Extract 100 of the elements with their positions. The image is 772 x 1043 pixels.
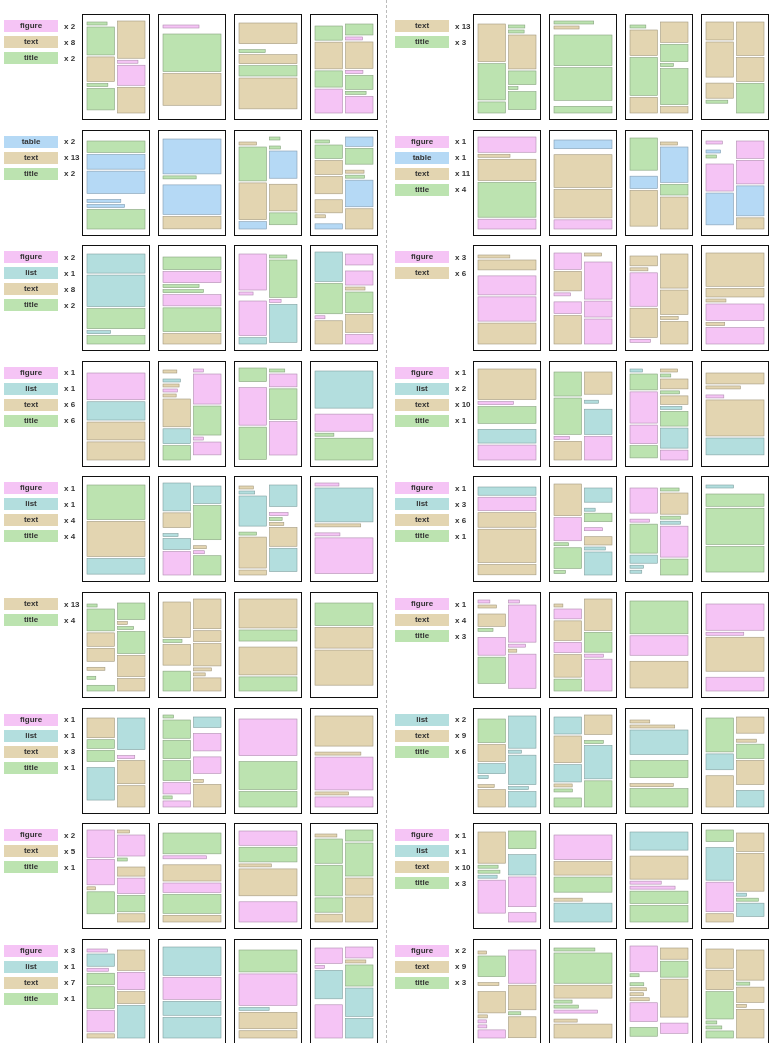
- category-tag: list: [395, 845, 449, 858]
- count-label: x 1: [455, 153, 467, 163]
- count-label: x 1: [64, 994, 76, 1004]
- count-label: x 7: [64, 978, 76, 988]
- count-label: x 1: [64, 715, 76, 725]
- category-tag: text: [395, 960, 449, 973]
- count-label: x 1: [455, 368, 467, 378]
- category-tag: title: [395, 414, 449, 427]
- count-label: x 5: [64, 846, 76, 856]
- category-tag: title: [4, 992, 58, 1005]
- count-label: x 3: [455, 499, 467, 509]
- count-label: x 6: [455, 747, 467, 757]
- category-tag: list: [4, 382, 58, 395]
- category-tag: text: [395, 398, 449, 411]
- count-label: x 3: [455, 37, 467, 47]
- category-tag: figure: [395, 944, 449, 957]
- count-label: x 8: [64, 37, 76, 47]
- count-label: x 2: [64, 169, 76, 179]
- category-tag: list: [4, 729, 58, 742]
- category-tag: title: [4, 52, 58, 64]
- count-label: x 1: [64, 384, 76, 394]
- category-tag: title: [4, 861, 58, 874]
- count-label: x 2: [64, 252, 76, 262]
- count-label: x 2: [455, 946, 467, 956]
- count-label: x 2: [64, 137, 76, 147]
- category-tag: title: [395, 183, 449, 196]
- category-tag: text: [395, 167, 449, 180]
- count-label: x 8: [64, 284, 76, 294]
- category-tag: text: [395, 20, 449, 32]
- count-label: x 1: [455, 416, 467, 426]
- category-tag: text: [4, 36, 58, 48]
- category-tag: text: [4, 845, 58, 858]
- count-label: x 2: [455, 384, 467, 394]
- category-tag: title: [4, 614, 58, 626]
- count-label: x 1: [455, 483, 467, 493]
- count-label: x 2: [64, 21, 76, 31]
- count-label: x 11: [455, 169, 471, 179]
- count-label: x 1: [64, 862, 76, 872]
- count-label: x 4: [455, 615, 467, 625]
- category-tag: text: [4, 745, 58, 758]
- count-label: x 3: [455, 631, 467, 641]
- category-tag: figure: [4, 944, 58, 957]
- category-tag: text: [4, 151, 58, 164]
- count-label: x 3: [455, 252, 467, 262]
- category-tag: title: [4, 761, 58, 774]
- category-tag: text: [4, 398, 58, 411]
- category-tag: text: [395, 514, 449, 527]
- category-tag: list: [4, 960, 58, 973]
- category-tag: list: [4, 498, 58, 511]
- category-tag: text: [395, 729, 449, 742]
- category-tag: title: [4, 530, 58, 543]
- count-label: x 2: [64, 300, 76, 310]
- category-tag: figure: [4, 713, 58, 726]
- category-tag: text: [4, 598, 58, 610]
- count-label: x 1: [64, 763, 76, 773]
- category-tag: figure: [395, 482, 449, 495]
- count-label: x 3: [455, 978, 467, 988]
- category-tag: figure: [395, 829, 449, 842]
- count-label: x 1: [455, 531, 467, 541]
- category-tag: table: [395, 151, 449, 164]
- category-tag: title: [395, 877, 449, 890]
- category-tag: figure: [4, 20, 58, 32]
- category-tag: table: [4, 135, 58, 148]
- count-label: x 1: [64, 962, 76, 972]
- category-tag: figure: [395, 251, 449, 264]
- category-tag: figure: [395, 598, 449, 610]
- category-tag: text: [395, 267, 449, 280]
- category-tag: title: [4, 167, 58, 180]
- category-tag: title: [395, 745, 449, 758]
- count-label: x 4: [64, 615, 76, 625]
- category-tag: figure: [4, 829, 58, 842]
- count-label: x 4: [455, 185, 467, 195]
- count-label: x 1: [64, 483, 76, 493]
- category-tag: title: [395, 630, 449, 642]
- category-tag: list: [395, 382, 449, 395]
- category-tag: figure: [395, 135, 449, 148]
- count-label: x 1: [64, 268, 76, 278]
- count-label: x 1: [455, 830, 467, 840]
- count-label: x 9: [455, 962, 467, 972]
- category-tag: text: [395, 614, 449, 626]
- count-label: x 3: [64, 747, 76, 757]
- category-tag: text: [4, 514, 58, 527]
- category-tag: figure: [4, 366, 58, 379]
- category-tag: list: [395, 498, 449, 511]
- category-tag: figure: [4, 482, 58, 495]
- category-tag: title: [4, 299, 58, 312]
- category-tag: title: [395, 530, 449, 543]
- category-tag: title: [395, 976, 449, 989]
- count-label: x 1: [64, 368, 76, 378]
- category-tag: text: [395, 861, 449, 874]
- count-label: x 9: [455, 731, 467, 741]
- count-label: x 3: [64, 946, 76, 956]
- count-label: x 13: [64, 599, 80, 609]
- count-label: x 4: [64, 531, 76, 541]
- count-label: x 1: [64, 731, 76, 741]
- count-label: x 1: [455, 599, 467, 609]
- count-label: x 2: [455, 715, 467, 725]
- category-tag: list: [395, 713, 449, 726]
- category-tag: title: [395, 36, 449, 48]
- category-tag: figure: [395, 366, 449, 379]
